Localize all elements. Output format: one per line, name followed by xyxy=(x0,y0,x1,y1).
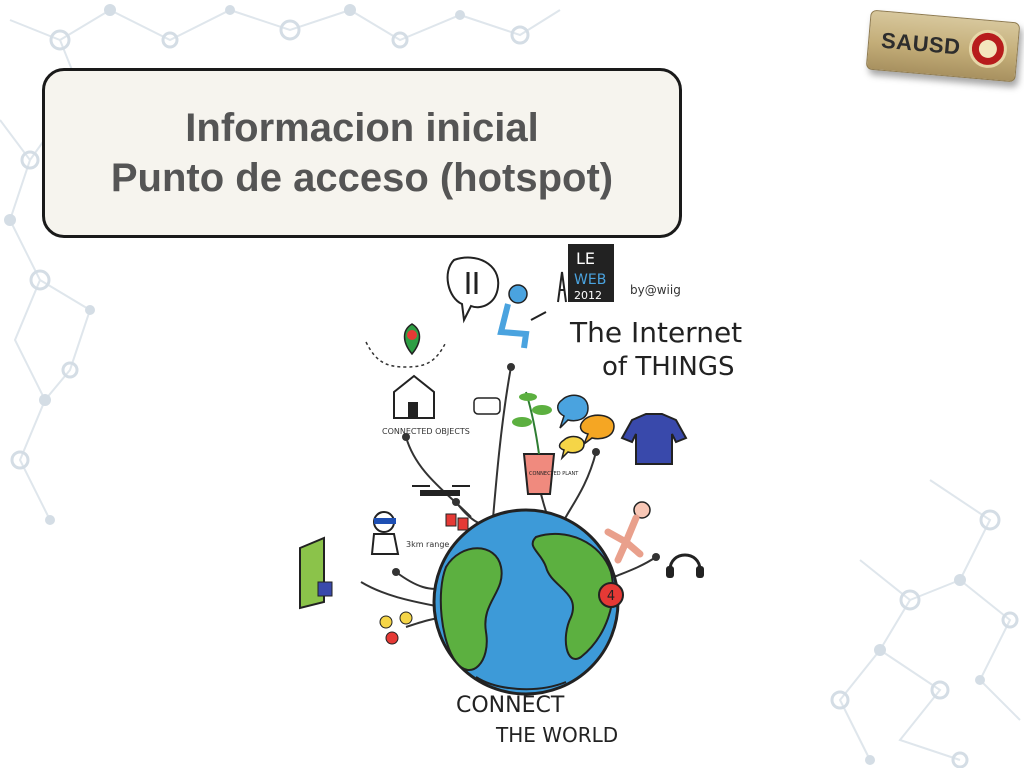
byline: by@wiig xyxy=(630,283,681,297)
drone-icon xyxy=(420,490,460,496)
illustration-heading-1: The Internet xyxy=(569,316,742,349)
flower-icon xyxy=(385,631,399,645)
internet-of-things-illustration: 4 LE WEB 2012 by@wiig The Internet of TH… xyxy=(299,244,742,747)
badge-text: SAUSD xyxy=(880,27,962,60)
chat-bubble-icon xyxy=(558,435,585,461)
event-year: 2012 xyxy=(574,289,602,302)
event-text-1: LE xyxy=(576,249,595,268)
footer-text-2: THE WORLD xyxy=(495,723,618,747)
illustration-heading-2: of THINGS xyxy=(602,352,735,382)
chat-bubble-icon xyxy=(557,394,589,429)
footer-text-1: CONNECT xyxy=(456,693,565,718)
eiffel-tower-icon xyxy=(557,271,567,303)
title-box: Informacion inicial Punto de acceso (hot… xyxy=(42,68,682,238)
plant-pot-icon xyxy=(522,453,556,495)
range-label: 3km range xyxy=(406,540,449,549)
seal-icon xyxy=(967,28,1009,70)
headphones-icon xyxy=(668,553,702,571)
lock-icon xyxy=(317,581,333,597)
house-icon xyxy=(393,374,435,419)
car-icon xyxy=(473,397,501,415)
event-text-2: WEB xyxy=(574,272,606,288)
door-icon xyxy=(299,536,325,610)
number-badge: 4 xyxy=(607,589,615,604)
person-icon xyxy=(604,514,644,564)
title-line-2: Punto de acceso (hotspot) xyxy=(110,156,614,200)
globe-icon: 4 xyxy=(432,508,624,696)
plant-label: CONNECTED PLANT xyxy=(529,471,579,477)
person-goggles-icon xyxy=(370,533,400,555)
t-shirt-icon xyxy=(620,413,688,465)
chat-bubble-icon xyxy=(579,414,615,447)
title-line-1: Informacion inicial xyxy=(185,106,539,150)
connected-objects-label: CONNECTED OBJECTS xyxy=(382,427,470,436)
